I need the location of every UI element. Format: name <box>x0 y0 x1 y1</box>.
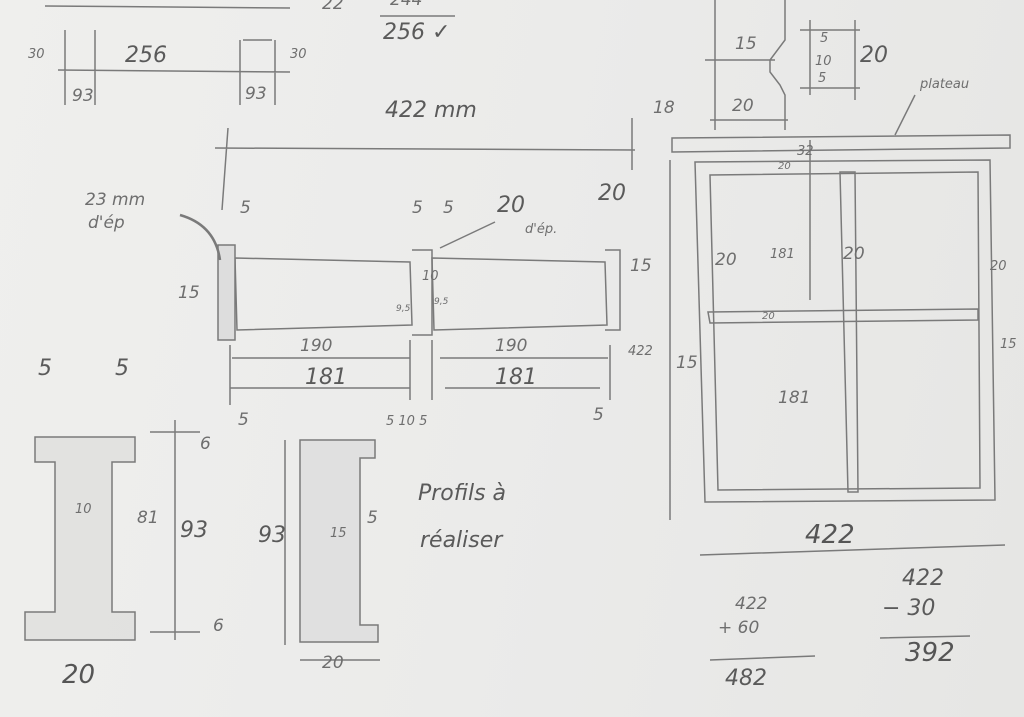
calculation-lines <box>709 635 971 661</box>
dim-label: 20 <box>715 250 737 270</box>
calc-result: 482 <box>725 666 767 691</box>
dim-label: 18 <box>653 98 675 118</box>
dim-label: 93 <box>258 523 286 548</box>
dim-label: 20 <box>732 96 754 116</box>
calc-operand: 422 <box>735 594 768 614</box>
plateau-label: plateau <box>920 77 970 92</box>
dim-label: 15 <box>1000 337 1017 352</box>
dim-label: 9,5 <box>396 304 411 314</box>
total-width-label: 422 mm <box>385 98 477 123</box>
dim-label: 20 <box>762 311 775 322</box>
top-sketch-lines <box>44 5 455 105</box>
dim-label: 256 <box>125 43 167 68</box>
dim-label: 5 <box>820 31 829 46</box>
dim-label: 93 <box>245 84 267 104</box>
dim-label: 190 <box>300 336 333 356</box>
dim-label: 5 <box>593 405 604 425</box>
dim-label: 5 <box>238 410 249 430</box>
dim-label: 20 <box>990 259 1007 274</box>
dim-label: 422 <box>628 344 653 359</box>
thickness-label: 23 mm <box>85 190 146 210</box>
dim-label: 15 <box>676 353 698 373</box>
note-label: réaliser <box>420 528 503 553</box>
dim-label: 422 <box>805 520 855 550</box>
calc-operand: 422 <box>902 566 944 591</box>
dim-label: 5 <box>412 198 423 218</box>
dim-label: 22 <box>322 0 344 14</box>
dim-label: 93 <box>180 518 208 543</box>
dim-label: 10 <box>422 269 439 284</box>
dim-label: 181 <box>770 247 795 262</box>
calc-operand: − 30 <box>882 596 936 621</box>
dim-label: 5 <box>443 198 454 218</box>
dim-label: 6 <box>213 616 224 636</box>
joint-detail-lines <box>705 0 860 130</box>
dim-label: 20 <box>843 244 865 264</box>
dim-label: 10 <box>75 502 92 517</box>
front-view-lines <box>179 118 636 405</box>
dim-label: 181 <box>778 388 811 408</box>
dim-label: 32 <box>797 144 814 159</box>
dim-label: 15 <box>178 283 200 303</box>
dim-label: 30 <box>290 47 307 62</box>
profile-lines <box>24 420 380 661</box>
dim-label: 81 <box>137 508 159 528</box>
dim-label: 5 <box>240 198 251 218</box>
dim-label: 181 <box>495 365 537 390</box>
dim-label: 93 <box>72 86 94 106</box>
note-label: Profils à <box>418 481 507 506</box>
dim-label: 9,5 <box>434 297 449 307</box>
calc-operand: + 60 <box>718 618 760 638</box>
dim-label: 10 <box>815 54 832 69</box>
dim-label: 15 <box>630 256 652 276</box>
dim-label: 6 <box>200 434 211 454</box>
dim-label: 5 <box>115 356 129 381</box>
dim-label: 5 <box>818 71 827 86</box>
dim-label: 5 <box>38 356 52 381</box>
dim-label: 5 10 5 <box>386 414 428 429</box>
dim-label: 20 <box>598 181 626 206</box>
dim-label: 20 <box>860 43 888 68</box>
dim-label: 20 <box>778 161 791 172</box>
calc-label: 244 <box>390 0 423 10</box>
frame-view-lines <box>669 94 1011 556</box>
calc-result: 256 ✓ <box>383 20 451 45</box>
thickness-label: d'ép <box>88 213 125 233</box>
calc-result: 392 <box>905 638 955 668</box>
dim-label: 190 <box>495 336 528 356</box>
thickness-label: d'ép. <box>525 222 558 237</box>
thickness-label: 20 <box>497 193 525 218</box>
dim-label: 20 <box>322 653 344 673</box>
dim-label: 5 <box>367 508 378 528</box>
dim-label: 30 <box>28 47 45 62</box>
dim-label: 181 <box>305 365 347 390</box>
dim-label: 15 <box>735 34 757 54</box>
dim-label: 20 <box>62 660 96 690</box>
dim-label: 15 <box>330 526 347 541</box>
